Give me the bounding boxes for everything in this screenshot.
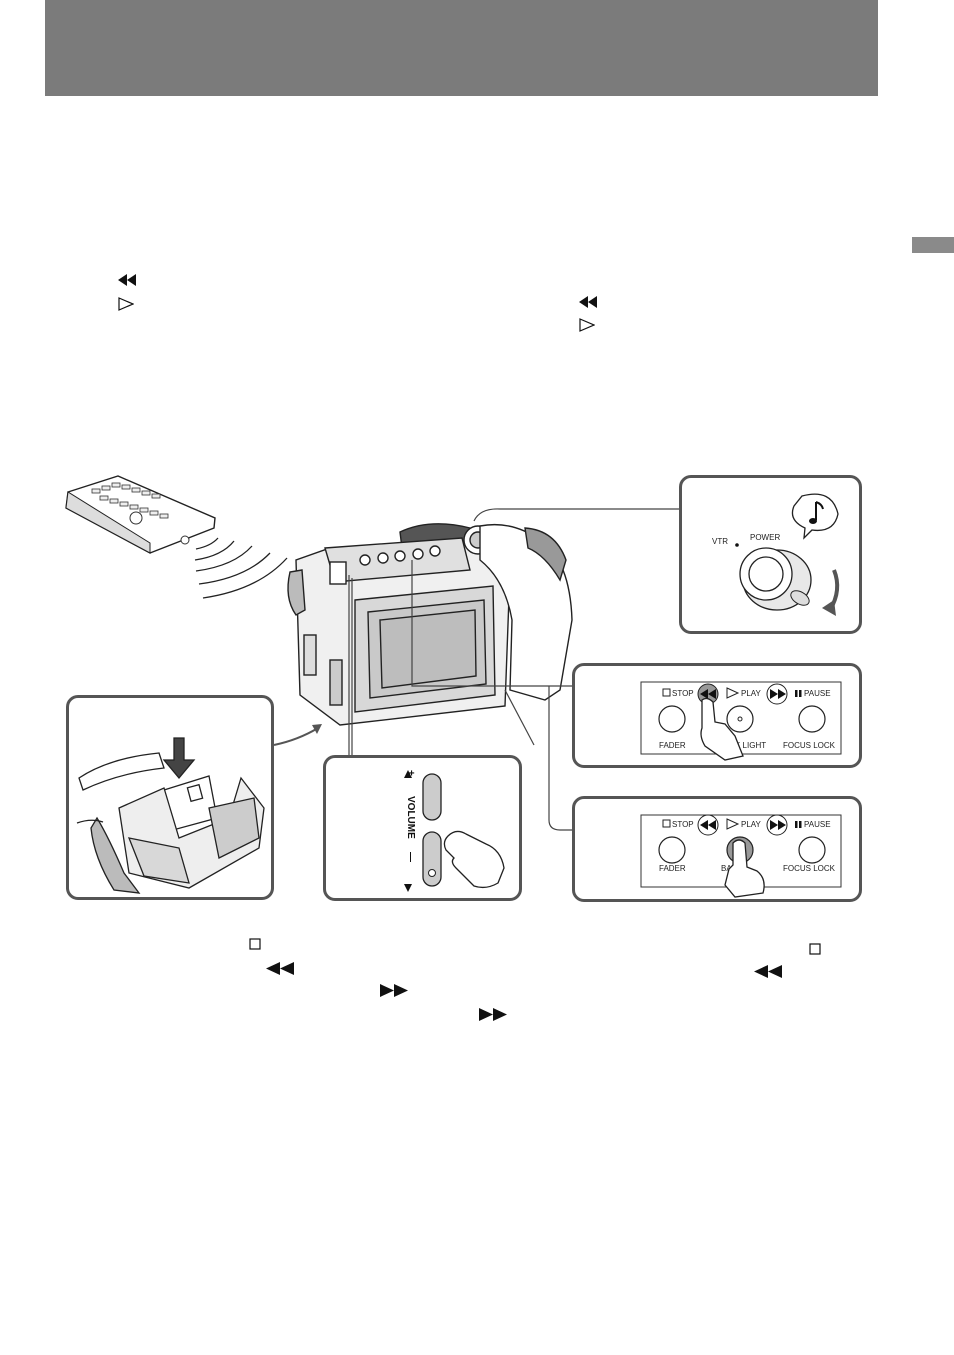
stop-icon bbox=[809, 943, 821, 955]
stop-label: STOP bbox=[672, 689, 694, 698]
fast-forward-button[interactable] bbox=[766, 683, 788, 705]
play-icon bbox=[726, 818, 740, 830]
fast-forward-icon bbox=[479, 1008, 507, 1021]
stop-label: STOP bbox=[672, 820, 694, 829]
cassette-insert-panel bbox=[66, 695, 274, 900]
pause-button[interactable] bbox=[798, 836, 826, 864]
play-icon bbox=[726, 687, 740, 699]
fast-forward-button[interactable] bbox=[766, 814, 788, 836]
fader-label: FADER bbox=[659, 741, 686, 750]
volume-down-arrow-icon bbox=[404, 884, 412, 892]
volume-label: VOLUME bbox=[405, 796, 416, 839]
play-icon bbox=[118, 297, 134, 311]
rewind-icon bbox=[118, 274, 136, 286]
power-label: POWER bbox=[750, 533, 780, 542]
volume-up-arrow-icon bbox=[404, 770, 412, 778]
stop-icon bbox=[662, 688, 671, 697]
arrow-icon bbox=[273, 724, 322, 746]
camcorder-body bbox=[287, 523, 573, 726]
pointing-hand-icon bbox=[700, 697, 744, 761]
connector-lines bbox=[348, 508, 682, 831]
volume-panel: + VOLUME — bbox=[323, 755, 522, 901]
pause-label: PAUSE bbox=[804, 689, 831, 698]
stop-icon bbox=[662, 819, 671, 828]
insert-arrow-icon bbox=[162, 737, 196, 780]
fader-button[interactable] bbox=[658, 705, 686, 733]
focus-lock-label: FOCUS LOCK bbox=[783, 864, 836, 873]
volume-minus-label: — bbox=[405, 852, 416, 862]
rewind-icon bbox=[266, 962, 294, 975]
power-switch[interactable] bbox=[739, 547, 812, 611]
fader-button[interactable] bbox=[658, 836, 686, 864]
power-switch-panel: VTR POWER bbox=[679, 475, 862, 634]
remote-control-icon bbox=[65, 475, 216, 554]
stop-icon bbox=[249, 938, 261, 950]
focus-lock-label: FOCUS LOCK bbox=[783, 741, 836, 750]
signal-waves-icon bbox=[194, 537, 288, 599]
play-label: PLAY bbox=[741, 689, 762, 698]
back-light-label: K LIGHT bbox=[735, 741, 766, 750]
rewind-icon bbox=[754, 965, 782, 978]
fader-label: FADER bbox=[659, 864, 686, 873]
pause-label: PAUSE bbox=[804, 820, 831, 829]
play-label: PLAY bbox=[741, 820, 762, 829]
rotate-arrow-icon bbox=[822, 569, 840, 616]
header-band bbox=[45, 0, 878, 96]
rewind-icon bbox=[579, 296, 597, 308]
pointing-hand-icon bbox=[443, 830, 505, 889]
fast-forward-icon bbox=[380, 984, 408, 997]
transport-panel-rewind: STOP PLAY PAUSE FADER K LIGHT FOCUS LOCK bbox=[572, 663, 862, 768]
cassette-insert-illustration bbox=[76, 737, 265, 894]
pointing-hand-icon bbox=[724, 839, 765, 898]
pause-button[interactable] bbox=[798, 705, 826, 733]
play-icon bbox=[579, 318, 595, 332]
section-tab bbox=[912, 237, 954, 253]
rewind-button[interactable] bbox=[697, 814, 719, 836]
volume-plus-label: + bbox=[405, 770, 416, 776]
transport-panel-play: STOP PLAY PAUSE FADER BAC FOCUS LOCK bbox=[572, 796, 862, 902]
vtr-label: VTR bbox=[712, 537, 728, 546]
beep-bubble-icon bbox=[791, 493, 839, 540]
volume-slider[interactable] bbox=[422, 773, 442, 887]
